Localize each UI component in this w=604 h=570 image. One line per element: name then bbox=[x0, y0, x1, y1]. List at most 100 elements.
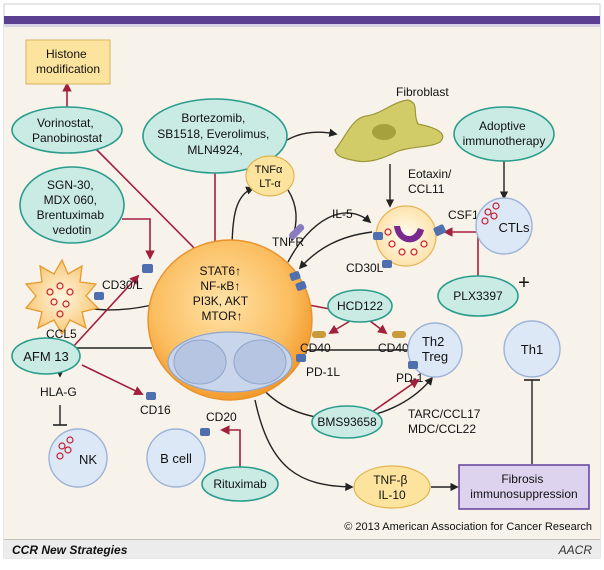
bortezomib-drug bbox=[142, 98, 288, 174]
eosinophil-granule bbox=[410, 248, 418, 256]
hcd122-drug bbox=[327, 289, 393, 323]
ctls-label: CTLs bbox=[498, 220, 530, 235]
cd30-receptor bbox=[142, 264, 153, 273]
dc-granule bbox=[56, 282, 64, 290]
footer-title: CCR New Strategies bbox=[12, 543, 128, 557]
dc-granule bbox=[66, 288, 74, 296]
dc-granule bbox=[46, 288, 54, 296]
hrs-receptor-icon bbox=[295, 281, 307, 291]
header-bar bbox=[4, 16, 600, 24]
ctl-granule bbox=[481, 217, 489, 225]
arrow-sgn-cd30 bbox=[122, 218, 155, 260]
cd40l-label: CD40L bbox=[378, 341, 416, 355]
cd30l-right-label: CD30L bbox=[346, 261, 384, 275]
arrow-hcd-cd40l bbox=[369, 320, 388, 335]
nk-granule bbox=[56, 452, 64, 460]
bms93658-drug bbox=[311, 405, 383, 439]
dendritic-cell bbox=[24, 258, 100, 336]
fibroblast-label: Fibroblast bbox=[396, 85, 449, 99]
eotaxin-label: Eotaxin/ bbox=[408, 167, 452, 181]
cd16-label: CD16 bbox=[140, 403, 171, 417]
eosinophil-receptor-icon bbox=[373, 232, 383, 240]
copyright-text: © 2013 American Association for Cancer R… bbox=[344, 521, 592, 533]
tnf-alpha-bubble bbox=[245, 155, 295, 197]
nk-granule bbox=[66, 436, 74, 444]
cd20-receptor bbox=[200, 428, 210, 436]
footer-bar bbox=[4, 540, 600, 558]
cd30l-left-label: CD30/L bbox=[102, 278, 143, 292]
cd40-label: CD40 bbox=[300, 341, 331, 355]
sgn30-drug bbox=[19, 166, 125, 244]
ctls-cell bbox=[475, 197, 533, 255]
hcd122-label: HCD122 bbox=[337, 299, 383, 313]
header-bar-shadow bbox=[4, 24, 600, 27]
eosinophil-receptor-icon bbox=[382, 260, 392, 268]
ctl-granule bbox=[492, 202, 500, 210]
arrow-hcd-cd40 bbox=[328, 320, 351, 334]
adoptive-label: Adoptive immunotherapy bbox=[463, 119, 546, 148]
eosinophil-granule bbox=[398, 248, 406, 256]
plx3397-drug bbox=[437, 275, 519, 317]
csf1r-receptor bbox=[433, 224, 446, 236]
plus-sign: + bbox=[518, 272, 530, 294]
th2-treg-cell bbox=[407, 322, 463, 378]
pd1-label: PD-1 bbox=[396, 371, 424, 385]
hrs-nucleus-lobe-left bbox=[173, 339, 227, 385]
arrow-hrs-il5 bbox=[287, 212, 372, 263]
bortezomib-label: Bortezomib, SB1518, Everolimus, MLN4924, bbox=[157, 111, 272, 157]
eosinophil-nucleus bbox=[394, 226, 424, 243]
arrow-afm-cd30 bbox=[71, 274, 140, 349]
dc-granule bbox=[50, 298, 58, 306]
ctl-granule bbox=[484, 208, 492, 216]
plx3397-label: PLX3397 bbox=[453, 289, 503, 303]
cd40l-receptor bbox=[392, 331, 406, 338]
aacr-logo: AACR bbox=[558, 543, 593, 557]
eosinophil-granule bbox=[384, 228, 392, 236]
adoptive-immunotherapy bbox=[453, 106, 555, 162]
hrs-nucleus-lobe-right bbox=[233, 339, 287, 385]
cd16-receptor bbox=[146, 392, 156, 400]
arrow-vorinostat-hrs bbox=[94, 147, 210, 264]
sgn30-label: SGN-30, MDX 060, Brentuximab vedotin bbox=[37, 178, 108, 237]
arrow-eosinophil-hrs bbox=[298, 231, 373, 270]
tnf-alpha-label: TNFα LT-α bbox=[255, 164, 286, 190]
tnfr-label: TNFR bbox=[272, 235, 304, 249]
fibroblast-nucleus bbox=[372, 124, 396, 140]
dc-granule bbox=[56, 310, 64, 318]
arrow-afm-cd16 bbox=[81, 364, 144, 395]
hrs-pathways: STAT6↑ NF-κB↑ PI3K, AKT MTOR↑ bbox=[193, 264, 252, 323]
arrow-rituximab-cd20 bbox=[220, 425, 241, 468]
pd1-receptor bbox=[408, 361, 418, 369]
b-cell-label: B cell bbox=[160, 451, 192, 466]
tarc-label: TARC/CCL17 bbox=[408, 407, 481, 421]
arrow-bms-pd1 bbox=[371, 378, 420, 413]
hrs-receptor-icon bbox=[289, 271, 301, 281]
rituximab-drug bbox=[201, 466, 279, 502]
vorinostat-label: Vorinostat, Panobinostat bbox=[32, 116, 103, 145]
fibrosis-box bbox=[458, 464, 590, 510]
nk-granule bbox=[64, 446, 72, 454]
th1-label: Th1 bbox=[521, 342, 543, 357]
ccl11-label: CCL11 bbox=[408, 182, 445, 196]
cd30l-receptor-dc bbox=[94, 292, 104, 300]
il5-label: IL-5 bbox=[332, 207, 353, 221]
rituximab-label: Rituximab bbox=[213, 477, 267, 491]
eosinophil-granule bbox=[388, 240, 396, 248]
tnf-beta-label: TNF-β IL-10 bbox=[373, 473, 411, 502]
vorinostat-drug bbox=[11, 106, 123, 154]
ctl-granule bbox=[490, 212, 498, 220]
cd40-receptor bbox=[312, 331, 326, 338]
dc-granule bbox=[62, 300, 70, 308]
mdc-label: MDC/CCL22 bbox=[408, 422, 476, 436]
th2-treg-label: Th2 Treg bbox=[422, 334, 448, 364]
tnf-beta-bubble bbox=[353, 465, 431, 509]
nk-label: NK bbox=[79, 452, 97, 467]
ccl5-label: CCL5 bbox=[46, 327, 77, 341]
afm13-drug bbox=[11, 337, 81, 375]
pd1l-label: PD-1L bbox=[306, 365, 340, 379]
b-cell bbox=[146, 428, 206, 488]
afm13-label: AFM 13 bbox=[23, 349, 69, 364]
histone-modification-box bbox=[25, 39, 111, 85]
